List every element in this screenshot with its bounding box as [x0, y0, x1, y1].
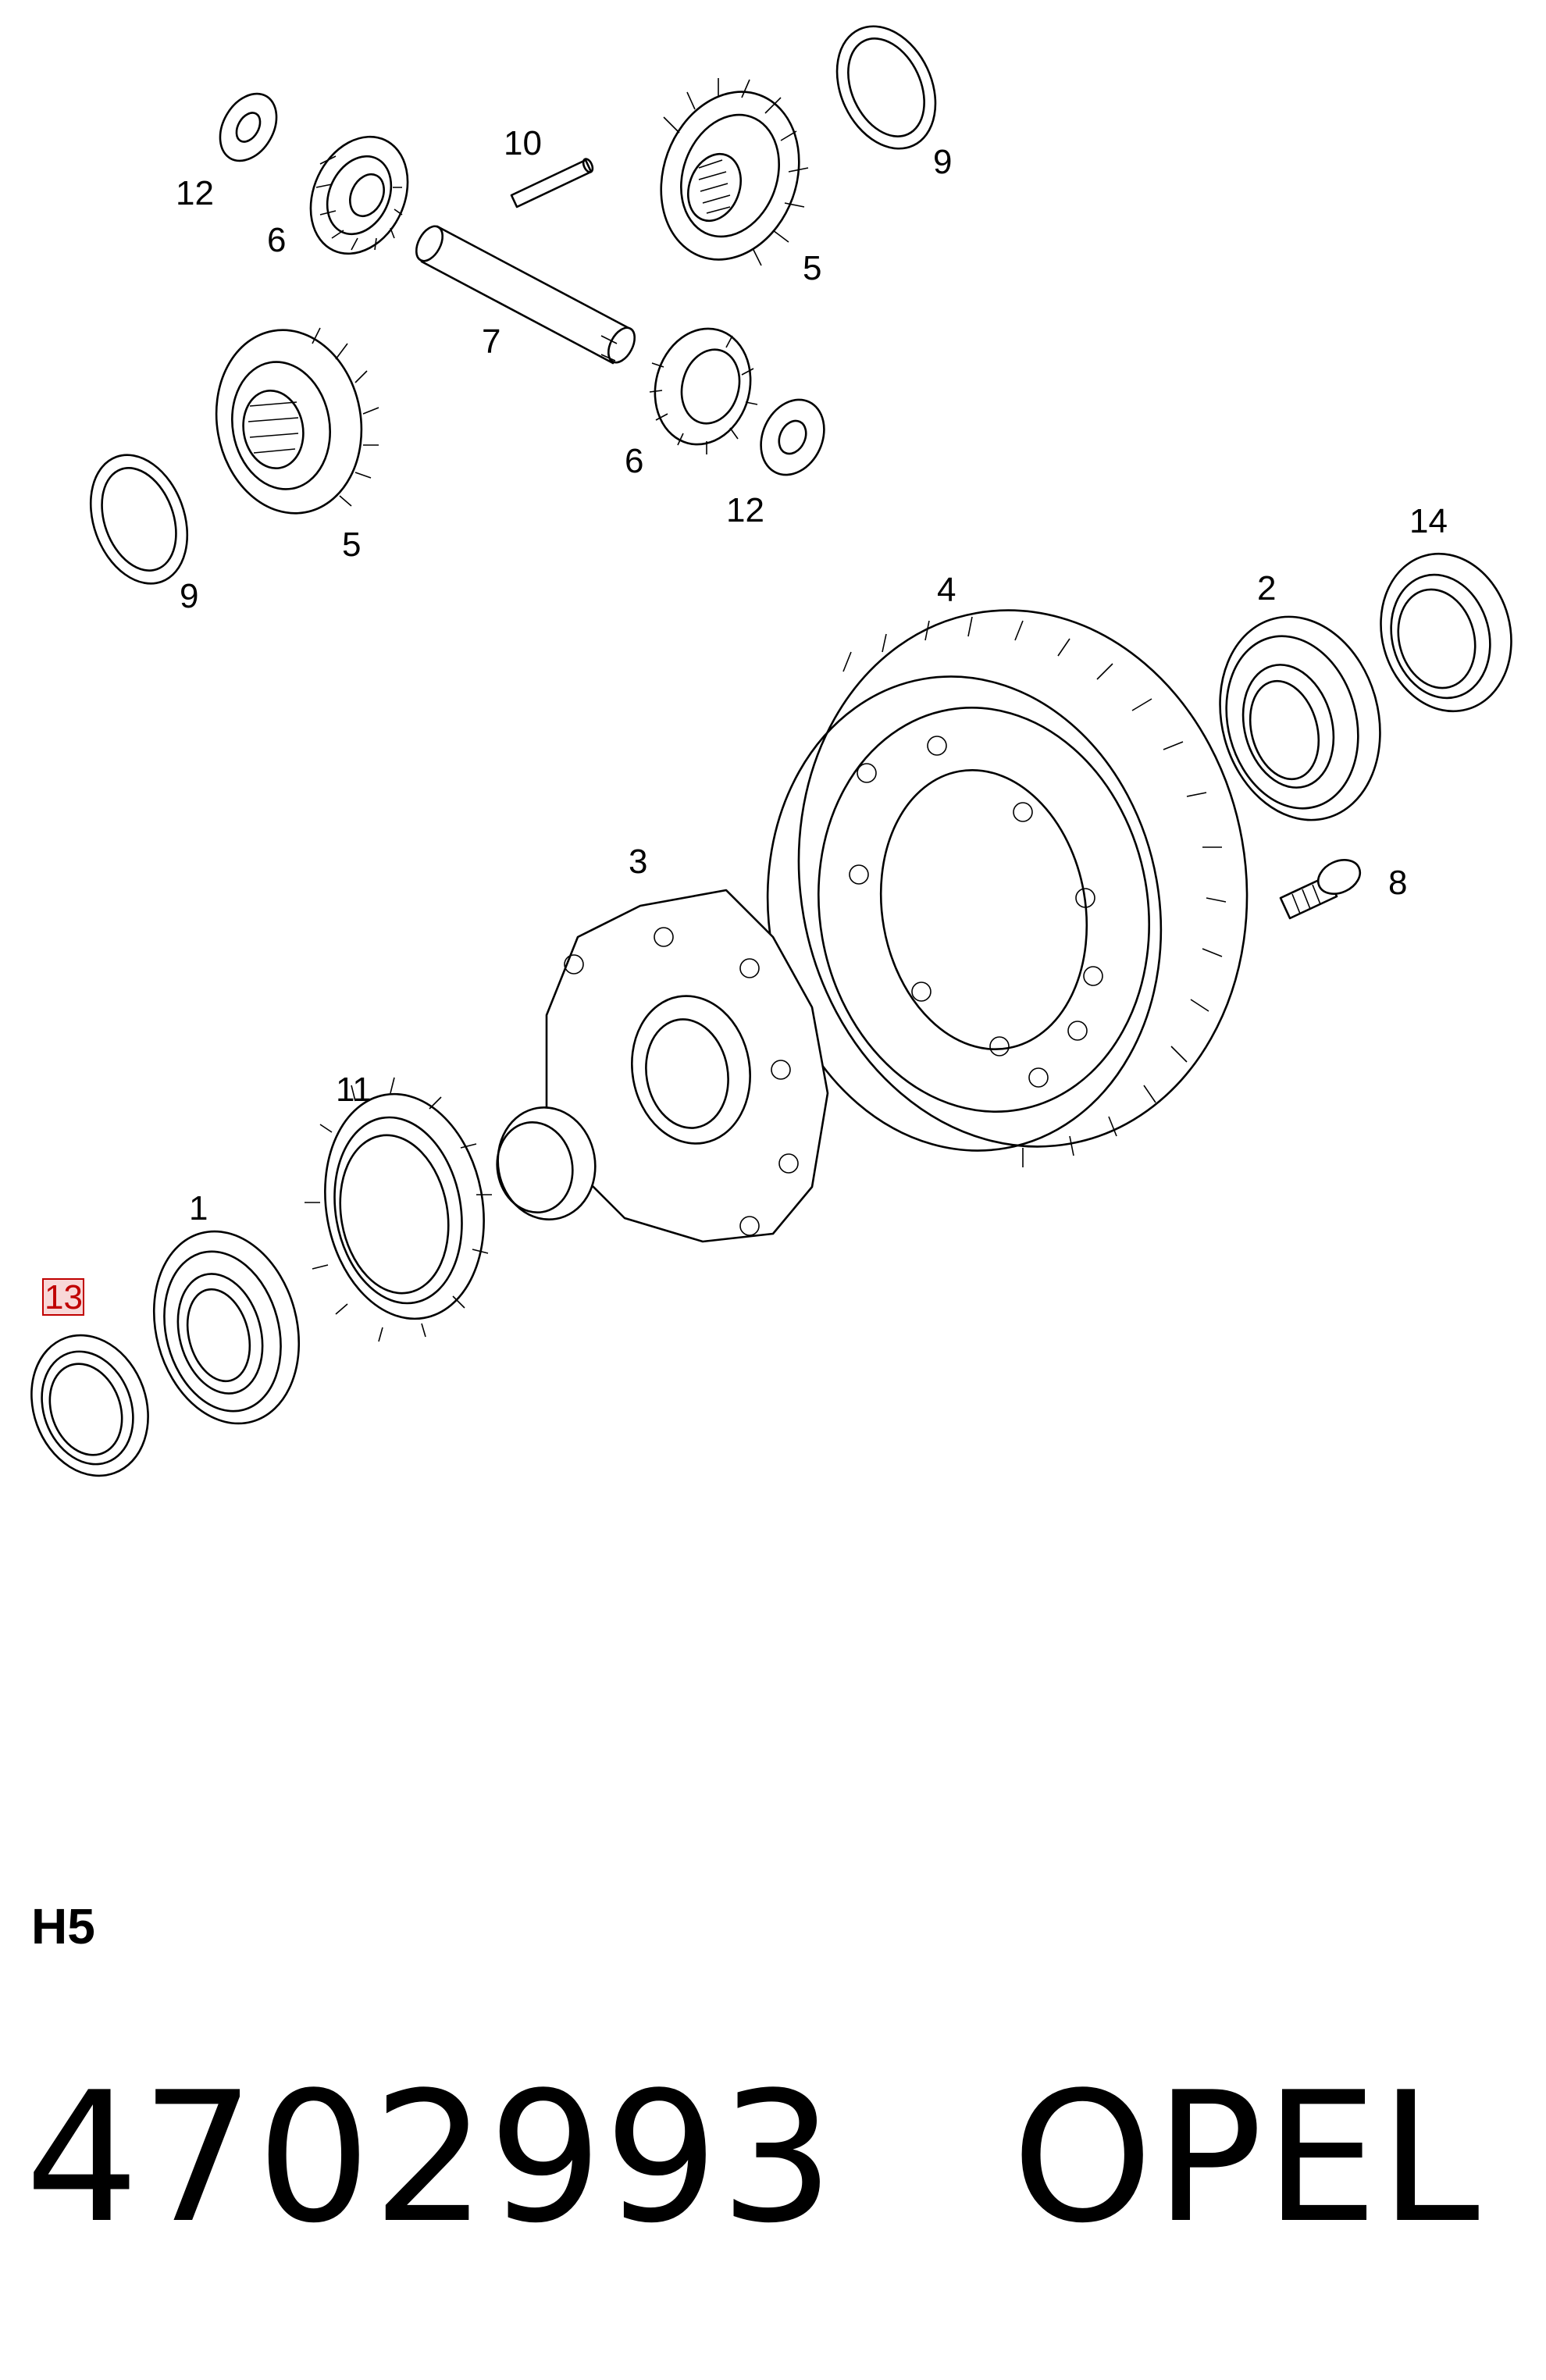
page-code: H5: [31, 1898, 95, 1954]
callout-9-left[interactable]: 9: [180, 577, 198, 615]
callout-6-middle[interactable]: 6: [625, 442, 643, 480]
exploded-parts-diagram: 12 6 10 9 5 7 6 12 5 9 4 2 14 8 3 11 1 1…: [30, 25, 1512, 1477]
bearing-1: [152, 1230, 301, 1425]
callout-7[interactable]: 7: [482, 322, 500, 361]
roll-pin-10: [510, 158, 594, 208]
callout-11[interactable]: 11: [336, 1071, 372, 1109]
callout-5-top[interactable]: 5: [803, 249, 821, 287]
seal-13: [30, 1334, 149, 1477]
callout-13-highlight[interactable]: 13: [42, 1278, 84, 1316]
seal-14: [1380, 552, 1512, 713]
ring-gear-4: [766, 609, 1249, 1167]
callout-10[interactable]: 10: [504, 124, 542, 162]
callout-4[interactable]: 4: [937, 571, 956, 609]
thrust-washer-9-left: [89, 454, 189, 585]
callout-2[interactable]: 2: [1257, 569, 1276, 607]
callout-1[interactable]: 1: [189, 1189, 208, 1227]
part-number-spacer: [835, 2054, 1011, 2263]
side-gear-5-left: [215, 327, 379, 515]
callout-14[interactable]: 14: [1409, 502, 1448, 540]
bolt-8: [1279, 859, 1362, 920]
bearing-2: [1219, 615, 1381, 821]
part-number-line: 4702993 OPEL: [25, 2069, 1481, 2249]
brand: OPEL: [1011, 2054, 1481, 2263]
thrust-washer-9-top: [835, 25, 937, 150]
callout-6-top[interactable]: 6: [267, 221, 286, 259]
callout-12-middle[interactable]: 12: [726, 491, 764, 529]
shaft-7: [415, 225, 636, 365]
washer-12-top: [219, 92, 278, 162]
washer-12-middle: [760, 398, 825, 476]
pinion-gear-6-top: [309, 135, 409, 255]
callout-9-top[interactable]: 9: [933, 143, 952, 181]
callout-13[interactable]: 13: [45, 1278, 83, 1316]
callout-8[interactable]: 8: [1388, 864, 1407, 902]
side-gear-5-top: [660, 78, 809, 266]
callout-5-left[interactable]: 5: [342, 526, 361, 564]
differential-housing-3: [496, 889, 829, 1243]
callout-3[interactable]: 3: [629, 843, 647, 881]
pinion-gear-6-middle: [649, 327, 758, 454]
toothed-ring-11: [305, 1077, 492, 1342]
part-number: 4702993: [25, 2054, 836, 2263]
callout-12-top[interactable]: 12: [176, 174, 214, 212]
